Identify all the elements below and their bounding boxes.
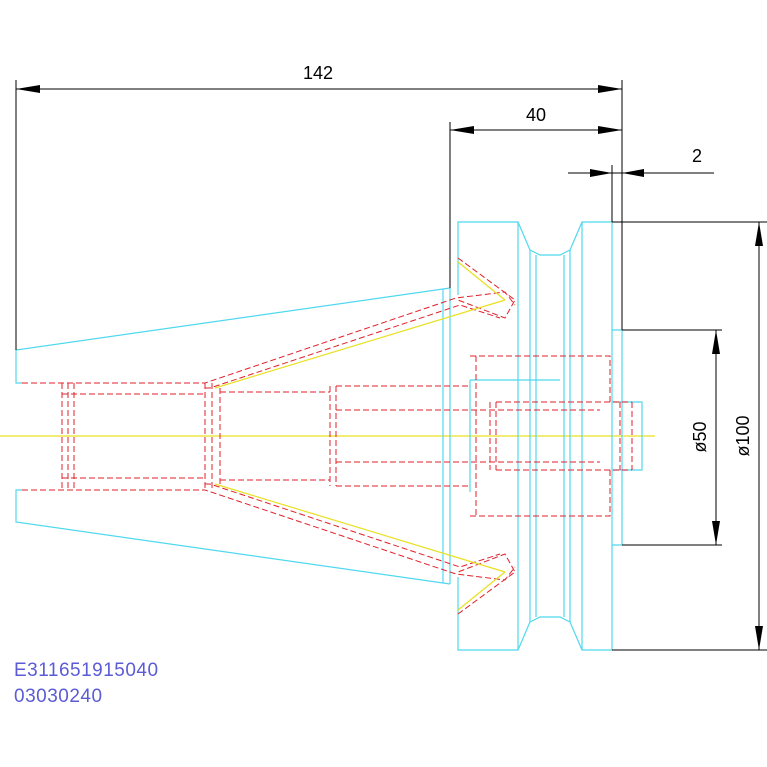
dimension-bore-diameter: ø50: [622, 329, 722, 546]
dimension-flange-offset: 2: [568, 146, 714, 222]
part-code-secondary: 03030240: [14, 686, 103, 707]
dim-40-label: 40: [526, 105, 546, 125]
dimension-flange-length: 40: [449, 105, 622, 288]
hidden-lines: [22, 257, 633, 615]
construction-lines: [214, 261, 506, 611]
flange-outline: [457, 221, 643, 651]
dim-2-label: 2: [692, 146, 702, 166]
dim-d50-label: ø50: [690, 421, 710, 452]
dimension-outer-diameter: ø100: [612, 221, 767, 651]
part-code-primary: E311651915040: [14, 660, 159, 681]
dim-142-label: 142: [303, 63, 333, 83]
dimension-overall-length: 142: [15, 63, 623, 350]
taper-outline: [15, 287, 451, 585]
dim-d100-label: ø100: [733, 415, 753, 456]
